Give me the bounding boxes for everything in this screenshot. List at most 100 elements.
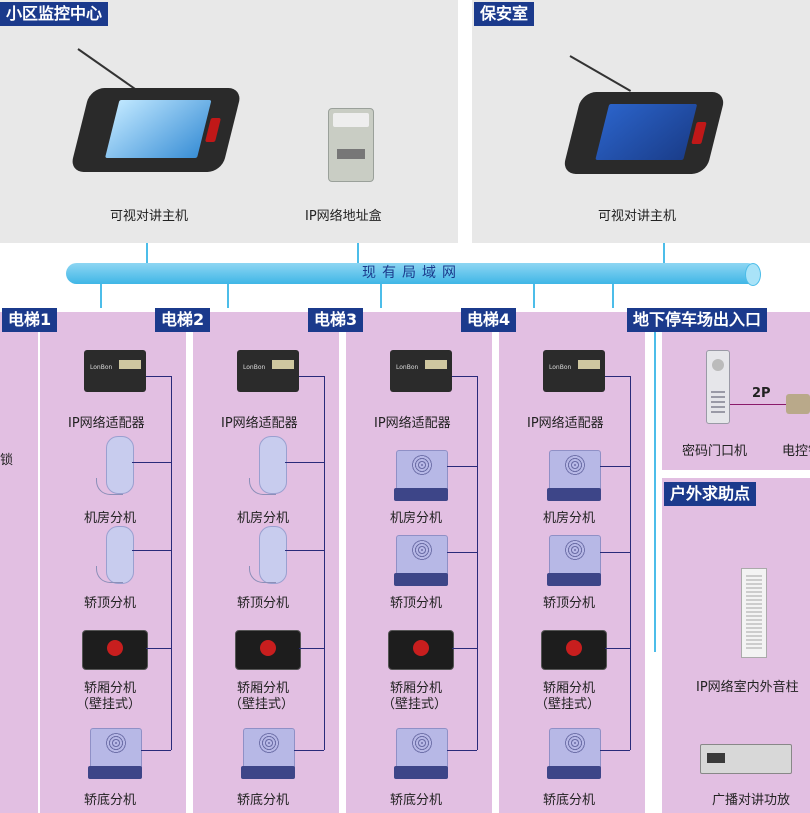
elevator-title-4: 电梯4	[461, 308, 517, 332]
wiring-branch	[600, 750, 630, 751]
host-red-button-2	[691, 122, 707, 144]
wall-mounted-intercom-icon	[541, 630, 607, 670]
network-drop	[100, 284, 102, 308]
wiring-branch	[294, 750, 324, 751]
elevator-title-2: 电梯2	[155, 308, 211, 332]
wiring-branch	[452, 376, 477, 377]
network-drop	[612, 284, 614, 308]
car-bottom-label: 轿底分机	[84, 793, 137, 808]
intercom-grill	[412, 733, 432, 753]
intercom-grill	[412, 540, 432, 560]
wiring-branch	[285, 550, 324, 551]
network-drop	[146, 243, 148, 263]
car-wall-sub-label: （壁挂式）	[76, 697, 142, 712]
wall-unit-speaker	[566, 640, 582, 656]
video-intercom-host-icon	[69, 88, 243, 172]
adapter-brand: LonBon	[90, 364, 113, 371]
addr-box-label: IP网络地址盒	[305, 209, 382, 224]
door-lock-wiring	[730, 404, 786, 405]
parking-panel	[662, 312, 810, 470]
adapter-label: IP网络适配器	[68, 416, 145, 431]
door-unit-keypad	[711, 391, 725, 415]
wall-unit-speaker	[413, 640, 429, 656]
wall-mounted-intercom-icon	[388, 630, 454, 670]
wiring-branch	[447, 466, 477, 467]
adapter-brand: LonBon	[243, 364, 266, 371]
lan-bus: 现有局域网	[66, 263, 758, 284]
lock-label: 电控锁	[782, 444, 810, 459]
car-top-label: 轿顶分机	[237, 596, 290, 611]
handset-cord-icon	[96, 566, 123, 583]
adapter-label-sticker	[119, 360, 141, 369]
car-wall-label: 轿厢分机	[543, 681, 596, 696]
door-unit-label: 密码门口机	[682, 444, 748, 459]
amplifier-display	[707, 753, 725, 763]
wiring-branch	[132, 550, 171, 551]
elevator-wiring	[324, 376, 325, 750]
wire-label: 2P	[752, 386, 771, 401]
address-box-slots	[337, 149, 365, 159]
wall-unit-speaker	[260, 640, 276, 656]
left-partial-label: 锁	[0, 453, 14, 468]
intercom-base	[394, 766, 448, 779]
guard-room-title: 保安室	[474, 2, 535, 26]
car-bottom-label: 轿底分机	[543, 793, 596, 808]
adapter-brand: LonBon	[396, 364, 419, 371]
intercom-grill	[106, 733, 126, 753]
intercom-base	[547, 766, 601, 779]
car-wall-label: 轿厢分机	[390, 681, 443, 696]
car-wall-sub-label: （壁挂式）	[535, 697, 601, 712]
wiring-branch	[146, 376, 171, 377]
wiring-branch	[146, 648, 171, 649]
parking-title: 地下停车场出入口	[627, 308, 768, 332]
machine-room-label: 机房分机	[84, 511, 137, 526]
intercom-base	[88, 766, 142, 779]
network-drop	[357, 243, 359, 263]
network-drop	[380, 284, 382, 308]
adapter-label-sticker	[272, 360, 294, 369]
intercom-base	[547, 488, 601, 501]
adapter-label: IP网络适配器	[527, 416, 604, 431]
handset-cord-icon	[96, 478, 123, 495]
host-label-2: 可视对讲主机	[598, 209, 677, 224]
wiring-branch	[285, 462, 324, 463]
elevator-title-1: 电梯1	[2, 308, 58, 332]
car-wall-label: 轿厢分机	[84, 681, 137, 696]
adapter-label-sticker	[578, 360, 600, 369]
column-speaker-icon	[741, 568, 767, 658]
intercom-grill	[259, 733, 279, 753]
network-drop	[663, 243, 665, 263]
desktop-intercom-icon	[547, 450, 601, 501]
host-label-1: 可视对讲主机	[110, 209, 189, 224]
network-drop	[533, 284, 535, 308]
car-top-label: 轿顶分机	[84, 596, 137, 611]
network-drop	[654, 312, 656, 652]
wiring-branch	[600, 552, 630, 553]
desktop-intercom-icon	[241, 728, 295, 779]
wiring-branch	[447, 750, 477, 751]
intercom-grill	[565, 540, 585, 560]
monitoring-center-title: 小区监控中心	[0, 2, 109, 26]
desktop-intercom-icon	[547, 535, 601, 586]
network-adapter-icon: LonBon	[543, 350, 605, 392]
intercom-grill	[412, 455, 432, 475]
elevator-title-3: 电梯3	[308, 308, 364, 332]
machine-room-label: 机房分机	[237, 511, 290, 526]
elevator-wiring	[171, 376, 172, 750]
ip-address-box-icon	[328, 108, 374, 182]
address-box-lid	[333, 113, 369, 127]
car-bottom-label: 轿底分机	[390, 793, 443, 808]
wiring-branch	[132, 462, 171, 463]
intercom-base	[394, 488, 448, 501]
desktop-intercom-icon	[547, 728, 601, 779]
network-drop	[227, 284, 229, 308]
intercom-base	[241, 766, 295, 779]
wiring-branch	[299, 376, 324, 377]
wiring-branch	[141, 750, 171, 751]
amplifier-icon	[700, 744, 792, 774]
host-red-button	[205, 118, 221, 142]
host-screen	[105, 100, 212, 158]
wiring-branch	[299, 648, 324, 649]
car-wall-label: 轿厢分机	[237, 681, 290, 696]
car-wall-sub-label: （壁挂式）	[229, 697, 295, 712]
